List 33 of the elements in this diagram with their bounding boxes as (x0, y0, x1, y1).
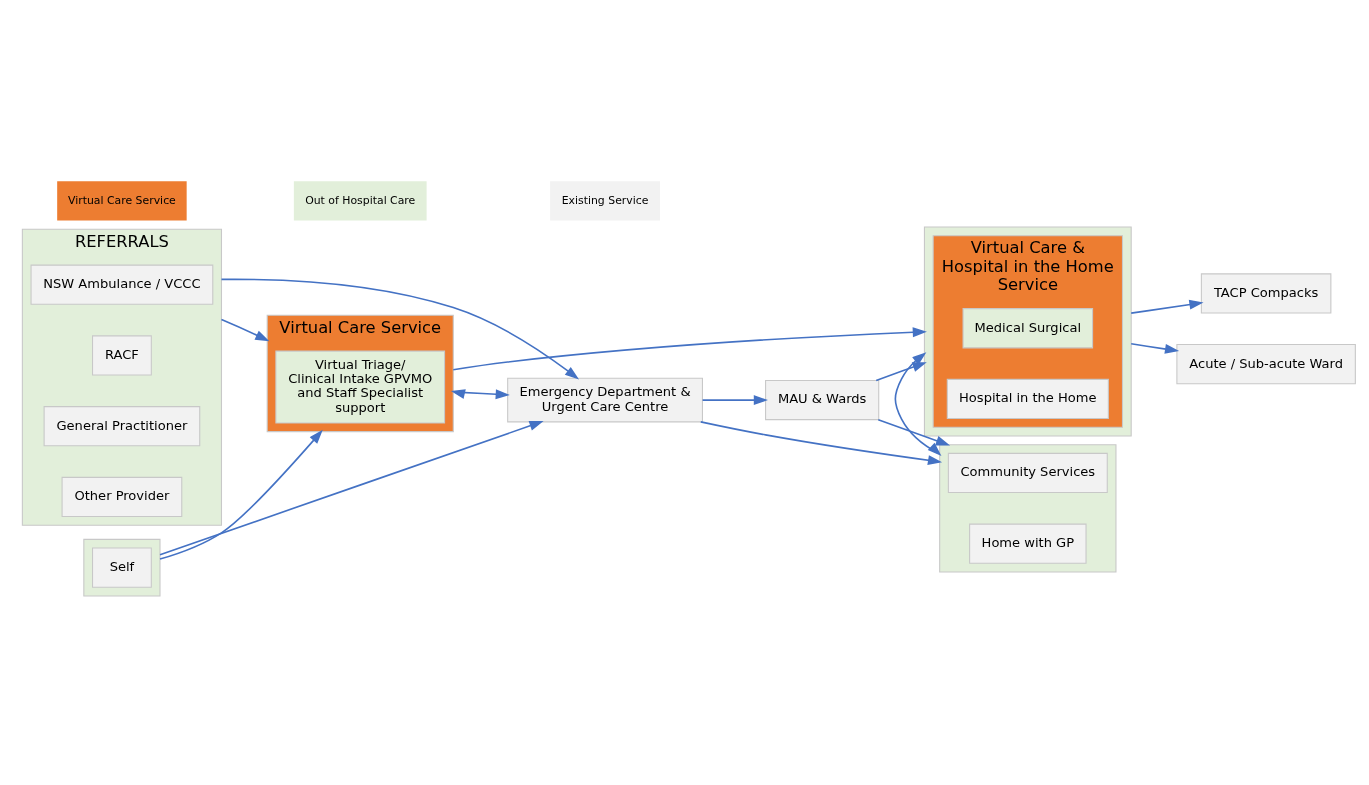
arrow (220, 278, 580, 379)
cluster (939, 443, 1117, 573)
arrow (159, 420, 544, 556)
arrow (159, 429, 323, 560)
node-box: Other Provider (61, 476, 183, 517)
arrow (701, 394, 768, 405)
arrow (1130, 342, 1180, 354)
arrow (877, 418, 951, 446)
node-box: Community Services (947, 452, 1108, 493)
node-box: Home with GP (969, 523, 1087, 564)
node-box: Hospital in the Home (946, 378, 1109, 419)
node-box: RACF (92, 334, 152, 376)
node-box: Medical Surgical (962, 307, 1094, 348)
arrow (875, 361, 927, 381)
node-box: Emergency Department & Urgent Care Centre (507, 377, 703, 422)
node-box: Self (92, 547, 152, 588)
arrow (1130, 299, 1204, 314)
arrow (699, 420, 943, 465)
arrow (452, 326, 927, 371)
arrow (220, 318, 270, 341)
arrow (894, 351, 942, 456)
legend-label: Out of Hospital Care (305, 193, 416, 207)
node-box: TACP Compacks (1200, 272, 1332, 314)
node-box: General Practitioner (43, 405, 201, 446)
cluster (83, 538, 161, 596)
node-box: Acute / Sub-acute Ward (1176, 343, 1356, 384)
cluster (923, 226, 1132, 437)
legend-label: Virtual Care Service (68, 193, 176, 207)
node-box: MAU & Wards (765, 379, 880, 420)
arrow (450, 388, 510, 399)
node-box: Virtual Triage/ Clinical Intake GPVMO and Staff Specialist support (275, 350, 446, 423)
node-box: NSW Ambulance / VCCC (30, 264, 214, 305)
legend-label: Existing Service (561, 193, 649, 207)
